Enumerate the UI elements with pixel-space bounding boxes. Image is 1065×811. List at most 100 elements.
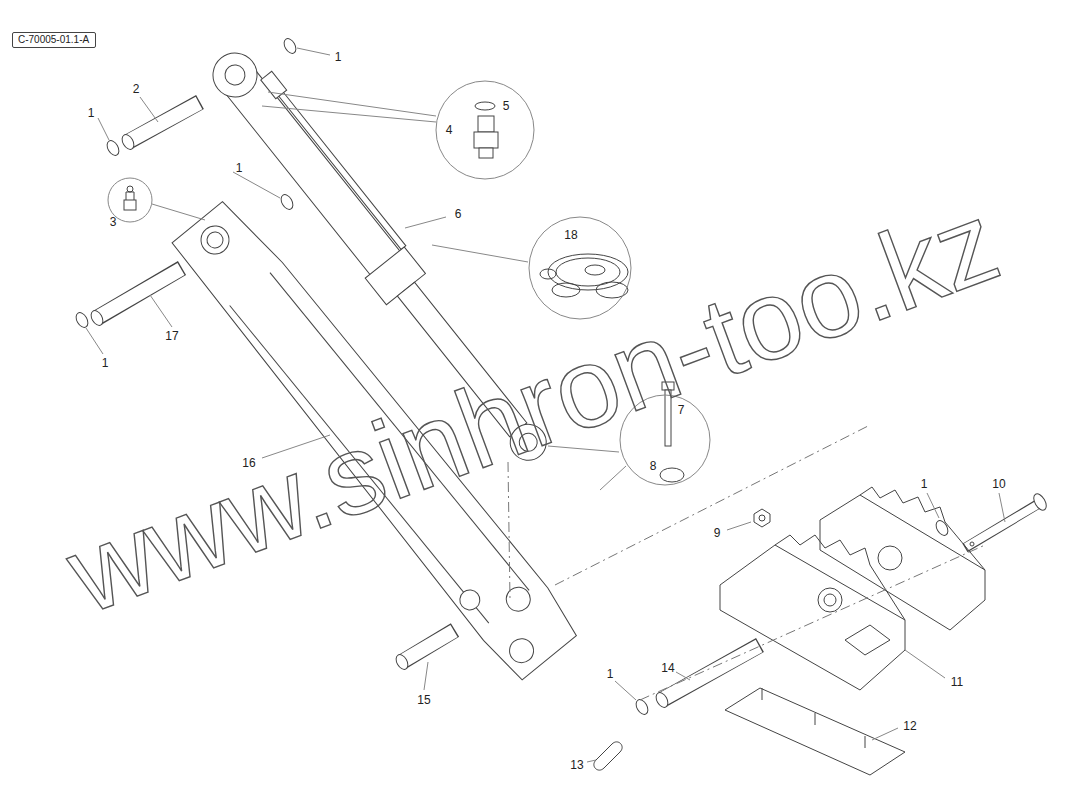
plate [725, 688, 905, 775]
leader-line [676, 672, 690, 680]
callout-number: 10 [992, 478, 1005, 490]
callout-number: 18 [564, 229, 577, 241]
callout-number: 6 [455, 208, 462, 220]
plate [762, 688, 763, 700]
center-line [555, 425, 870, 585]
fitting [475, 102, 495, 110]
pins [662, 645, 760, 700]
pins [129, 103, 199, 141]
center-line [508, 462, 510, 600]
hydraulic-cylinder [221, 61, 249, 89]
fitting [268, 92, 436, 116]
leader-line [150, 295, 172, 327]
leader-line [98, 118, 109, 140]
fitting [474, 132, 498, 148]
seal-kit [432, 245, 528, 262]
plate [725, 688, 905, 775]
callout-number: 1 [102, 357, 109, 369]
detail-circle-outline [529, 217, 631, 319]
center-line [640, 545, 985, 700]
leader-line [405, 217, 446, 228]
seal-kit [432, 245, 628, 298]
pins [394, 653, 411, 672]
boom-arm [195, 220, 234, 259]
callout-number: 1 [921, 478, 928, 490]
bracket [775, 535, 905, 620]
seal-kit [585, 265, 605, 275]
seal-kit [540, 269, 556, 279]
center-line [508, 425, 985, 700]
pins [402, 630, 455, 662]
callout-number: 17 [165, 330, 178, 342]
detail-bubble [124, 200, 136, 210]
leader-line [905, 650, 945, 678]
pins [1031, 492, 1049, 513]
nut [754, 509, 770, 527]
pins [120, 133, 137, 152]
bracket [845, 625, 890, 655]
plate [865, 736, 866, 748]
callout-number: 1 [88, 107, 95, 119]
detail-circle-outline [436, 81, 534, 179]
pins [970, 542, 974, 546]
boom-arm [501, 582, 535, 616]
leader-line [587, 760, 596, 762]
boom-arm [204, 229, 227, 252]
boom-arm [505, 634, 539, 668]
detail-bubble [152, 204, 205, 220]
leader-line [999, 493, 1005, 522]
callout-number: 5 [503, 100, 510, 112]
callout-number: 3 [110, 216, 117, 228]
pins [128, 102, 200, 142]
bolt [600, 466, 626, 490]
pins [663, 646, 759, 699]
bracket [860, 487, 985, 570]
plate [815, 713, 816, 725]
callout-number: 4 [446, 124, 453, 136]
circlips [279, 193, 296, 212]
pins [97, 268, 182, 318]
bracket [878, 546, 902, 570]
detail-bubble [126, 192, 134, 200]
leader-line [233, 172, 280, 198]
leader-line [872, 728, 898, 740]
pins [654, 691, 671, 710]
callout-number: 8 [650, 460, 657, 472]
bracket [818, 588, 842, 612]
drawing-code-box: C-70005-01.1-A [12, 32, 96, 48]
bracket [720, 487, 985, 690]
bolt [660, 468, 684, 482]
callout-number: 11 [951, 676, 963, 688]
bracket [720, 545, 905, 690]
leader-line [727, 522, 751, 530]
leader-line [140, 97, 158, 122]
callout-number: 1 [607, 668, 614, 680]
hydraulic-cylinder [261, 71, 287, 98]
leader-line [424, 662, 428, 690]
hydraulic-cylinder [204, 44, 266, 106]
fitting [478, 116, 494, 132]
pins [966, 505, 1037, 547]
callout-number: 12 [903, 720, 916, 732]
callout-number: 9 [714, 527, 721, 539]
callout-number: 2 [133, 83, 140, 95]
clip [594, 742, 622, 770]
callout-number: 13 [570, 759, 583, 771]
fitting [262, 106, 436, 122]
leader-line [297, 48, 330, 55]
circlips [282, 37, 299, 56]
detail-circle: 18 [528, 216, 632, 320]
fitting [479, 148, 493, 158]
seal-kit [548, 254, 628, 290]
circlips [934, 519, 951, 538]
leader-line [86, 328, 103, 354]
circlips [74, 311, 91, 330]
circlips [634, 698, 651, 717]
detail-circle: 45 [435, 80, 535, 180]
detail-bubble [127, 186, 133, 192]
watermark: www.sinhron-too.kz [54, 184, 1012, 631]
leader-line [927, 493, 939, 518]
hydraulic-cylinder [220, 63, 409, 286]
drawing-code: C-70005-01.1-A [18, 35, 89, 45]
circlips [105, 139, 122, 158]
